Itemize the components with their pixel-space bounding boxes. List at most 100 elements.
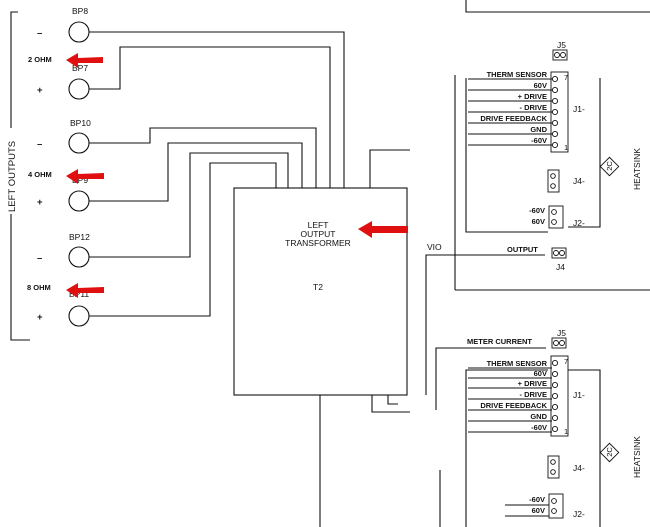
bottom-j1-pin-feedback: DRIVE FEEDBACK (480, 401, 547, 410)
post-label: BP9 (72, 175, 88, 185)
top-module-frame-top (465, 0, 650, 13)
bottom-module-frame-mid (568, 369, 601, 527)
top-j4-pin (550, 173, 556, 179)
bottom-j1-pin-60v: 60V (534, 369, 547, 378)
wire-bp10 (89, 127, 317, 188)
bottom-j2-label: J2- (573, 509, 585, 519)
bottom-j1-pin1: 1 (564, 427, 568, 436)
bottom-j1-label: J1- (573, 390, 585, 400)
bottom-j1-pin-circle (551, 381, 559, 389)
terminal-circle (68, 132, 90, 154)
bracket-label-gap (3, 128, 19, 214)
transformer-ref: T2 (313, 282, 323, 292)
top-j1-label: J1- (573, 104, 585, 114)
bottom-j2-body (548, 493, 564, 519)
output-j4-pin (559, 250, 565, 256)
top-j2-pin-neg60v: -60V (529, 206, 545, 215)
bottom-heatsink: 2C HEATSINK (599, 436, 642, 478)
bottom-j1-pin-circle (551, 392, 559, 400)
top-j4-pin (550, 183, 556, 189)
bottom-j2-connector: -60V 60V J2- (505, 493, 585, 519)
bottom-j1-connector: 7 1 J1- THERM SENSOR 60V + DRIVE - DRIVE… (468, 355, 585, 437)
top-j1-pin-gnd: GND (530, 125, 547, 134)
output-j4-body (551, 247, 567, 259)
post-label: BP8 (72, 6, 88, 16)
top-heatsink-code: 2C (605, 161, 614, 171)
output-label: OUTPUT (507, 245, 538, 254)
transformer-title-line1: LEFT (308, 220, 329, 230)
wire-meter-current (435, 347, 546, 405)
terminal-circle (68, 21, 90, 43)
bottom-j1-pin-rules (468, 367, 552, 433)
top-j4-label: J4- (573, 176, 585, 186)
binding-post-bp9: BP9 + (37, 175, 90, 212)
top-j2-body (548, 205, 564, 229)
top-heatsink-diamond (599, 156, 620, 177)
secondary-wires (89, 31, 345, 317)
bottom-j5-label: J5 (557, 328, 566, 338)
top-j1-pin-minusdrive: - DRIVE (519, 103, 547, 112)
top-j1-pin-circle (551, 130, 559, 138)
bottom-j1-pin-plusdrive: + DRIVE (518, 379, 547, 388)
top-j1-pin-feedback: DRIVE FEEDBACK (480, 114, 547, 123)
bottom-module-frame-left (465, 369, 548, 527)
impedance-label-2ohm: 2 OHM (28, 55, 52, 64)
post-polarity: + (37, 85, 43, 96)
bottom-j5-body (551, 337, 567, 349)
top-j1-pin-neg60v: -60V (531, 136, 547, 145)
arrow-transformer (358, 221, 408, 238)
top-heatsink: 2C HEATSINK (599, 148, 642, 190)
bottom-j5-pin (559, 340, 565, 346)
top-j1-body (550, 71, 569, 153)
top-j2-pin (551, 219, 557, 225)
bottom-j1-pin-circle (551, 425, 559, 433)
post-polarity: + (37, 197, 43, 208)
vio-label: VIO (427, 242, 442, 252)
bottom-heatsink-code: 2C (605, 447, 614, 457)
top-j4-body (547, 169, 560, 193)
bottom-j4-pin (550, 469, 556, 475)
top-j1-pin1: 1 (564, 143, 568, 152)
top-j5-pin (554, 52, 560, 58)
bottom-j1-body (550, 355, 569, 437)
wire-bp12 (89, 152, 289, 258)
top-j5-pin (560, 52, 566, 58)
bottom-j2-pin-60v: 60V (532, 506, 545, 515)
wire-bp7 (89, 46, 331, 188)
impedance-label-4ohm: 4 OHM (28, 170, 52, 179)
bottom-j2-pin (551, 508, 557, 514)
wire-primary-bottom-a (371, 395, 410, 413)
wire-primary-bottom-b (387, 395, 398, 405)
bottom-j4-label: J4- (573, 463, 585, 473)
bottom-j2-pin (551, 498, 557, 504)
binding-post-bp12: BP12 – (37, 232, 90, 268)
bottom-j2-pin-neg60v: -60V (529, 495, 545, 504)
top-j2-label: J2- (573, 218, 585, 228)
wire-bp9 (89, 142, 303, 202)
top-j1-pin-circle (551, 119, 559, 127)
bottom-j1-pin-circle (551, 370, 559, 378)
top-module-frame-left (465, 78, 548, 233)
post-polarity: – (37, 139, 42, 150)
wire-bp8 (89, 31, 345, 188)
post-polarity: – (37, 253, 42, 264)
arrow-4ohm (66, 169, 104, 184)
bottom-j4-pin (550, 459, 556, 465)
bottom-j1-pin-minusdrive: - DRIVE (519, 390, 547, 399)
terminal-circle (68, 305, 90, 327)
binding-post-bp11: BP11 + (37, 289, 90, 327)
top-j5-label: J5 (557, 40, 566, 50)
top-j2-connector: -60V 60V J2- (529, 205, 585, 229)
post-label: BP12 (69, 232, 90, 242)
bottom-j2-pin-rules (505, 504, 549, 517)
terminal-circle (68, 78, 90, 100)
bottom-heatsink-diamond (599, 442, 620, 463)
top-j1-pin-circle (551, 75, 559, 83)
top-j1-pin-plusdrive: + DRIVE (518, 92, 547, 101)
bottom-j1-pin-circle (551, 414, 559, 422)
transformer-title-line2: OUTPUT (301, 229, 336, 239)
bottom-heatsink-label: HEATSINK (632, 436, 642, 478)
wire-bp11 (89, 162, 277, 317)
top-j1-pin-circle (551, 108, 559, 116)
